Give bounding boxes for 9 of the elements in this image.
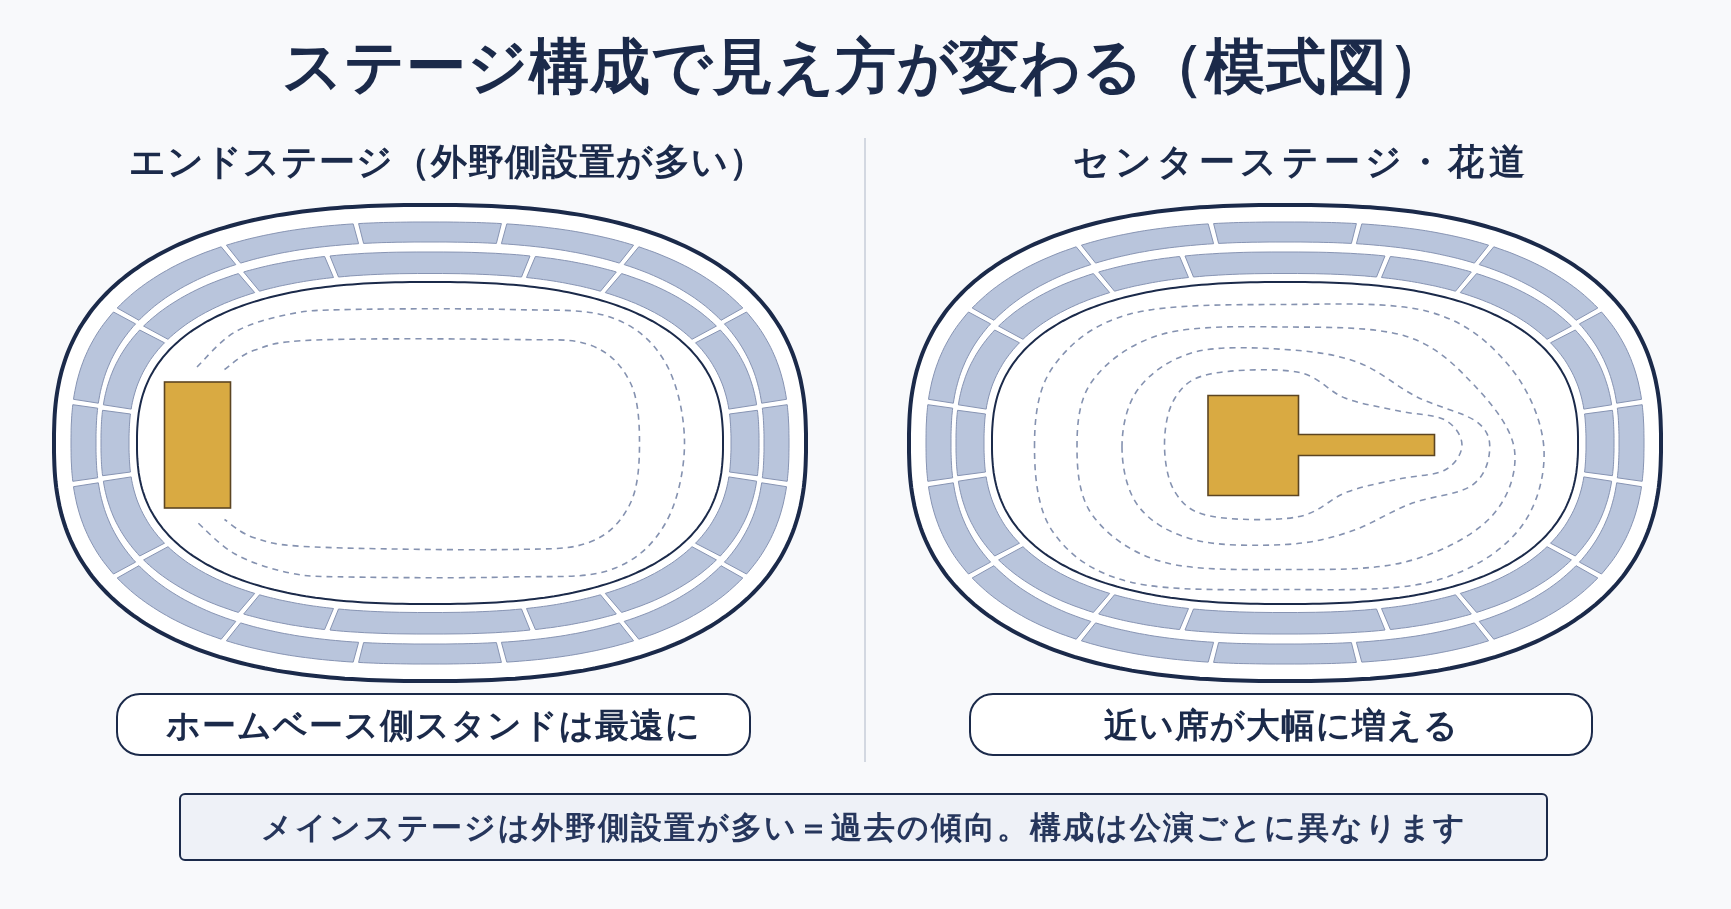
caption-pill <box>116 693 751 756</box>
caption-pill <box>969 693 1593 756</box>
panel-heading: センターステージ・花道 <box>1072 140 1530 184</box>
caption-text: 近い席が大幅に増える <box>1103 703 1459 747</box>
caption-text: ホームベース側スタンドは最遠に <box>166 703 701 747</box>
diagram-title: ステージ構成で見え方が変わる（模式図） <box>282 30 1449 103</box>
note-text: メインステージは外野側設置が多い＝過去の傾向。構成は公演ごとに異なります <box>260 808 1467 847</box>
note-box <box>179 793 1548 861</box>
panel-heading: エンドステージ（外野側設置が多い） <box>128 140 766 184</box>
